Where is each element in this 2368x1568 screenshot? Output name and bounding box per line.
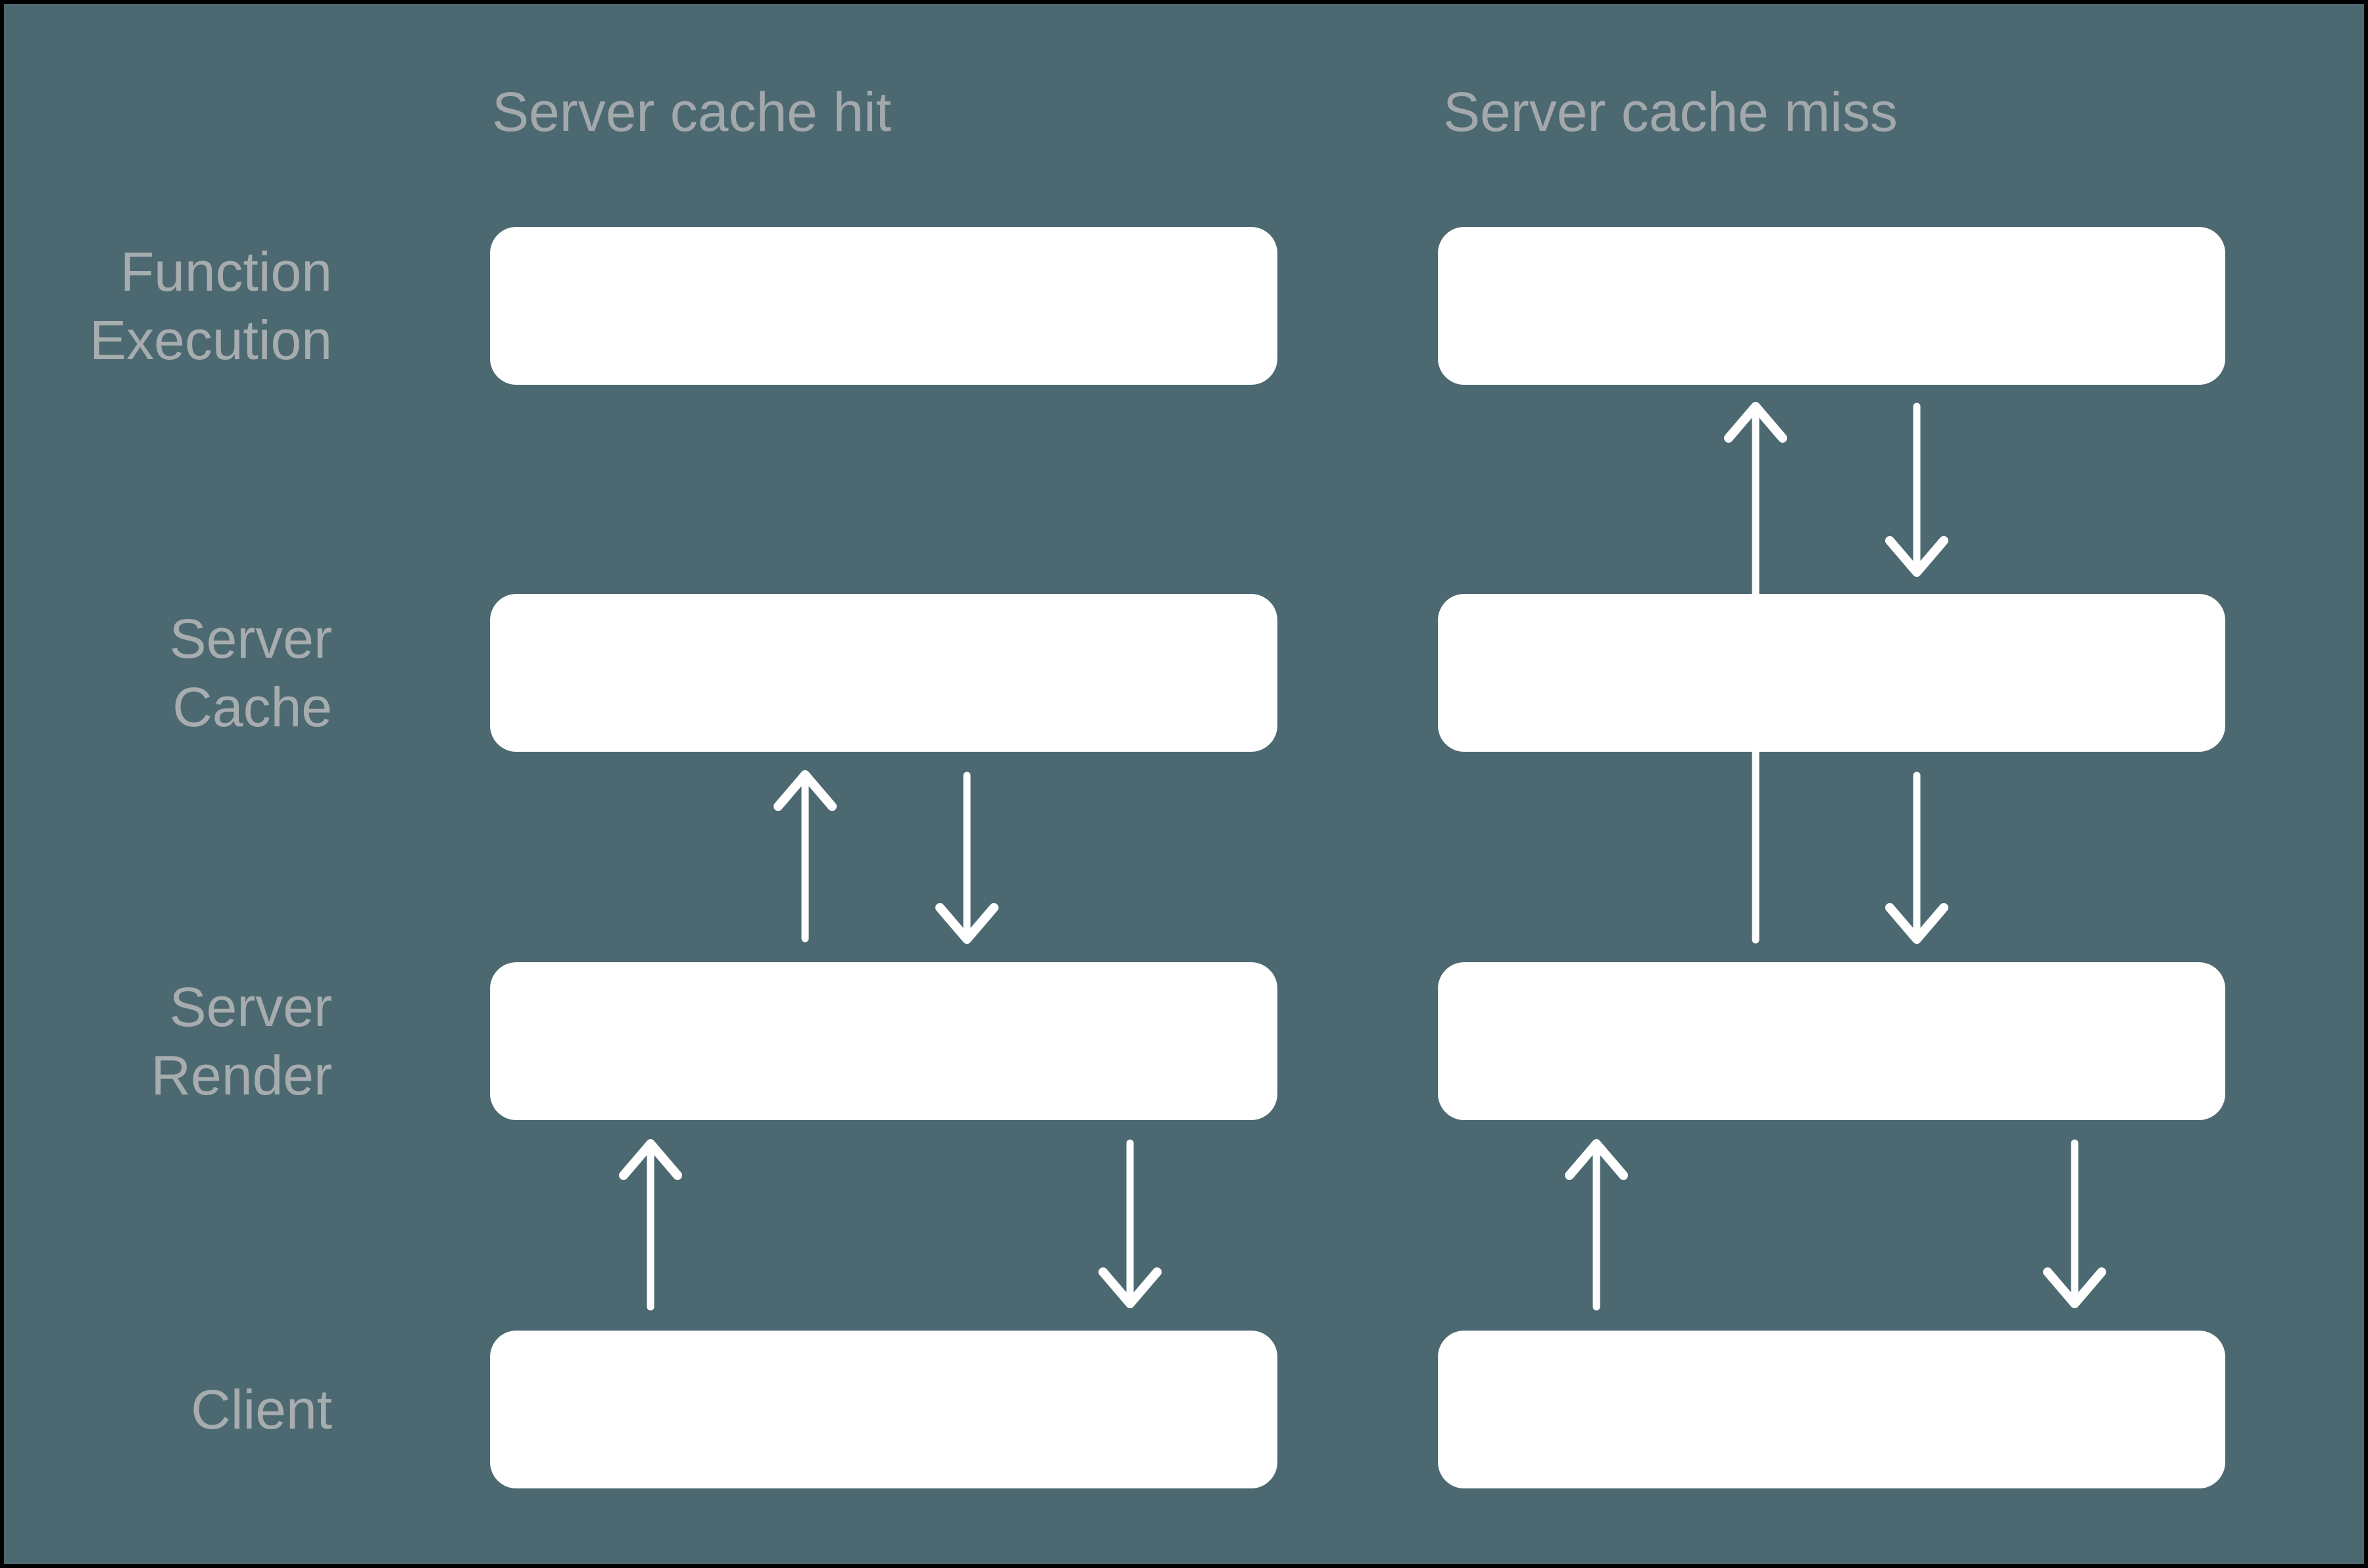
box-miss-client — [1438, 1331, 2225, 1488]
box-hit-server-cache — [490, 594, 1277, 752]
arrow-hit-render-to-client — [1098, 1139, 1162, 1308]
column-header-server-cache-hit: Server cache hit — [492, 81, 891, 143]
box-hit-server-render — [490, 962, 1277, 1120]
arrow-miss-render-to-client — [2043, 1139, 2106, 1308]
box-miss-server-render — [1438, 962, 2225, 1120]
arrow-hit-client-to-render — [619, 1139, 682, 1311]
arrow-miss-cache-to-render — [1885, 772, 1948, 944]
arrow-miss-client-to-render — [1565, 1139, 1628, 1311]
row-label-client: Client — [191, 1379, 332, 1440]
box-hit-client — [490, 1331, 1277, 1488]
box-hit-function-execution — [490, 227, 1277, 385]
arrow-miss-function-to-cache — [1885, 403, 1948, 577]
arrow-hit-render-to-cache — [774, 770, 837, 943]
column-header-server-cache-miss: Server cache miss — [1443, 81, 1898, 143]
arrow-hit-cache-to-render — [935, 772, 999, 944]
box-miss-function-execution — [1438, 227, 2225, 385]
box-miss-server-cache — [1438, 594, 2225, 752]
